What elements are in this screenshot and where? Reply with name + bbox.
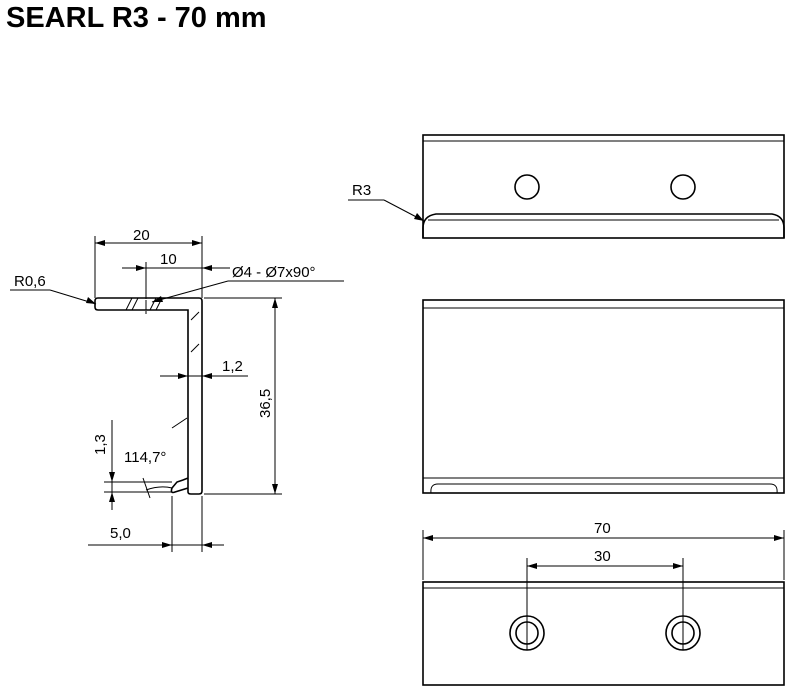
dimension-thickness: 1,2 (160, 358, 248, 379)
dimension-thickness-label: 1,2 (222, 358, 243, 375)
dimension-lip-width-label: 5,0 (110, 525, 131, 542)
dimension-lip-height-label: 1,3 (92, 434, 109, 455)
bottom-view-outline (422, 581, 785, 686)
top-radius-leader: R3 (348, 182, 425, 222)
top-hole-left (514, 174, 540, 200)
front-view-lip (430, 483, 778, 494)
radius-label: R0,6 (14, 273, 46, 290)
top-view: R3 (348, 134, 785, 239)
dimension-hole-offset: 10 (122, 251, 230, 296)
dimension-lip-width: 5,0 (88, 496, 224, 552)
radius-leader: R0,6 (10, 273, 97, 305)
bottom-view: 70 30 (422, 520, 785, 686)
front-view (422, 299, 785, 494)
top-radius-label: R3 (352, 182, 371, 199)
profile-outline (94, 297, 203, 495)
dimension-height: 36,5 (204, 297, 282, 495)
dimension-hole-spacing-label: 30 (594, 548, 611, 565)
dimension-height-label: 36,5 (257, 389, 274, 418)
dimension-hole-offset-label: 10 (160, 251, 177, 268)
dimension-angle-label: 114,7° (124, 449, 166, 466)
dimension-width-label: 20 (133, 227, 150, 244)
dimension-length: 70 (422, 520, 785, 580)
side-profile-view: 20 10 Ø4 - Ø7x90° R0,6 (10, 227, 344, 552)
front-view-outline (422, 299, 785, 494)
dimension-width: 20 (94, 227, 203, 298)
dimension-lip-height: 1,3 (92, 420, 172, 510)
dimension-angle: 114,7° (124, 449, 173, 499)
hole-section-hatch (125, 296, 163, 314)
inner-edge-leader (171, 417, 188, 429)
top-hole-right (670, 174, 696, 200)
top-view-outline (422, 134, 785, 239)
hole-spec-label: Ø4 - Ø7x90° (232, 264, 316, 281)
leg-section-hatch (190, 311, 200, 353)
dimension-length-label: 70 (594, 520, 611, 537)
dimension-hole-spacing: 30 (526, 548, 684, 650)
drawing-title: SEARL R3 - 70 mm (6, 2, 267, 34)
hole-spec-leader: Ø4 - Ø7x90° (151, 264, 344, 303)
top-view-bent-edge (422, 213, 785, 238)
